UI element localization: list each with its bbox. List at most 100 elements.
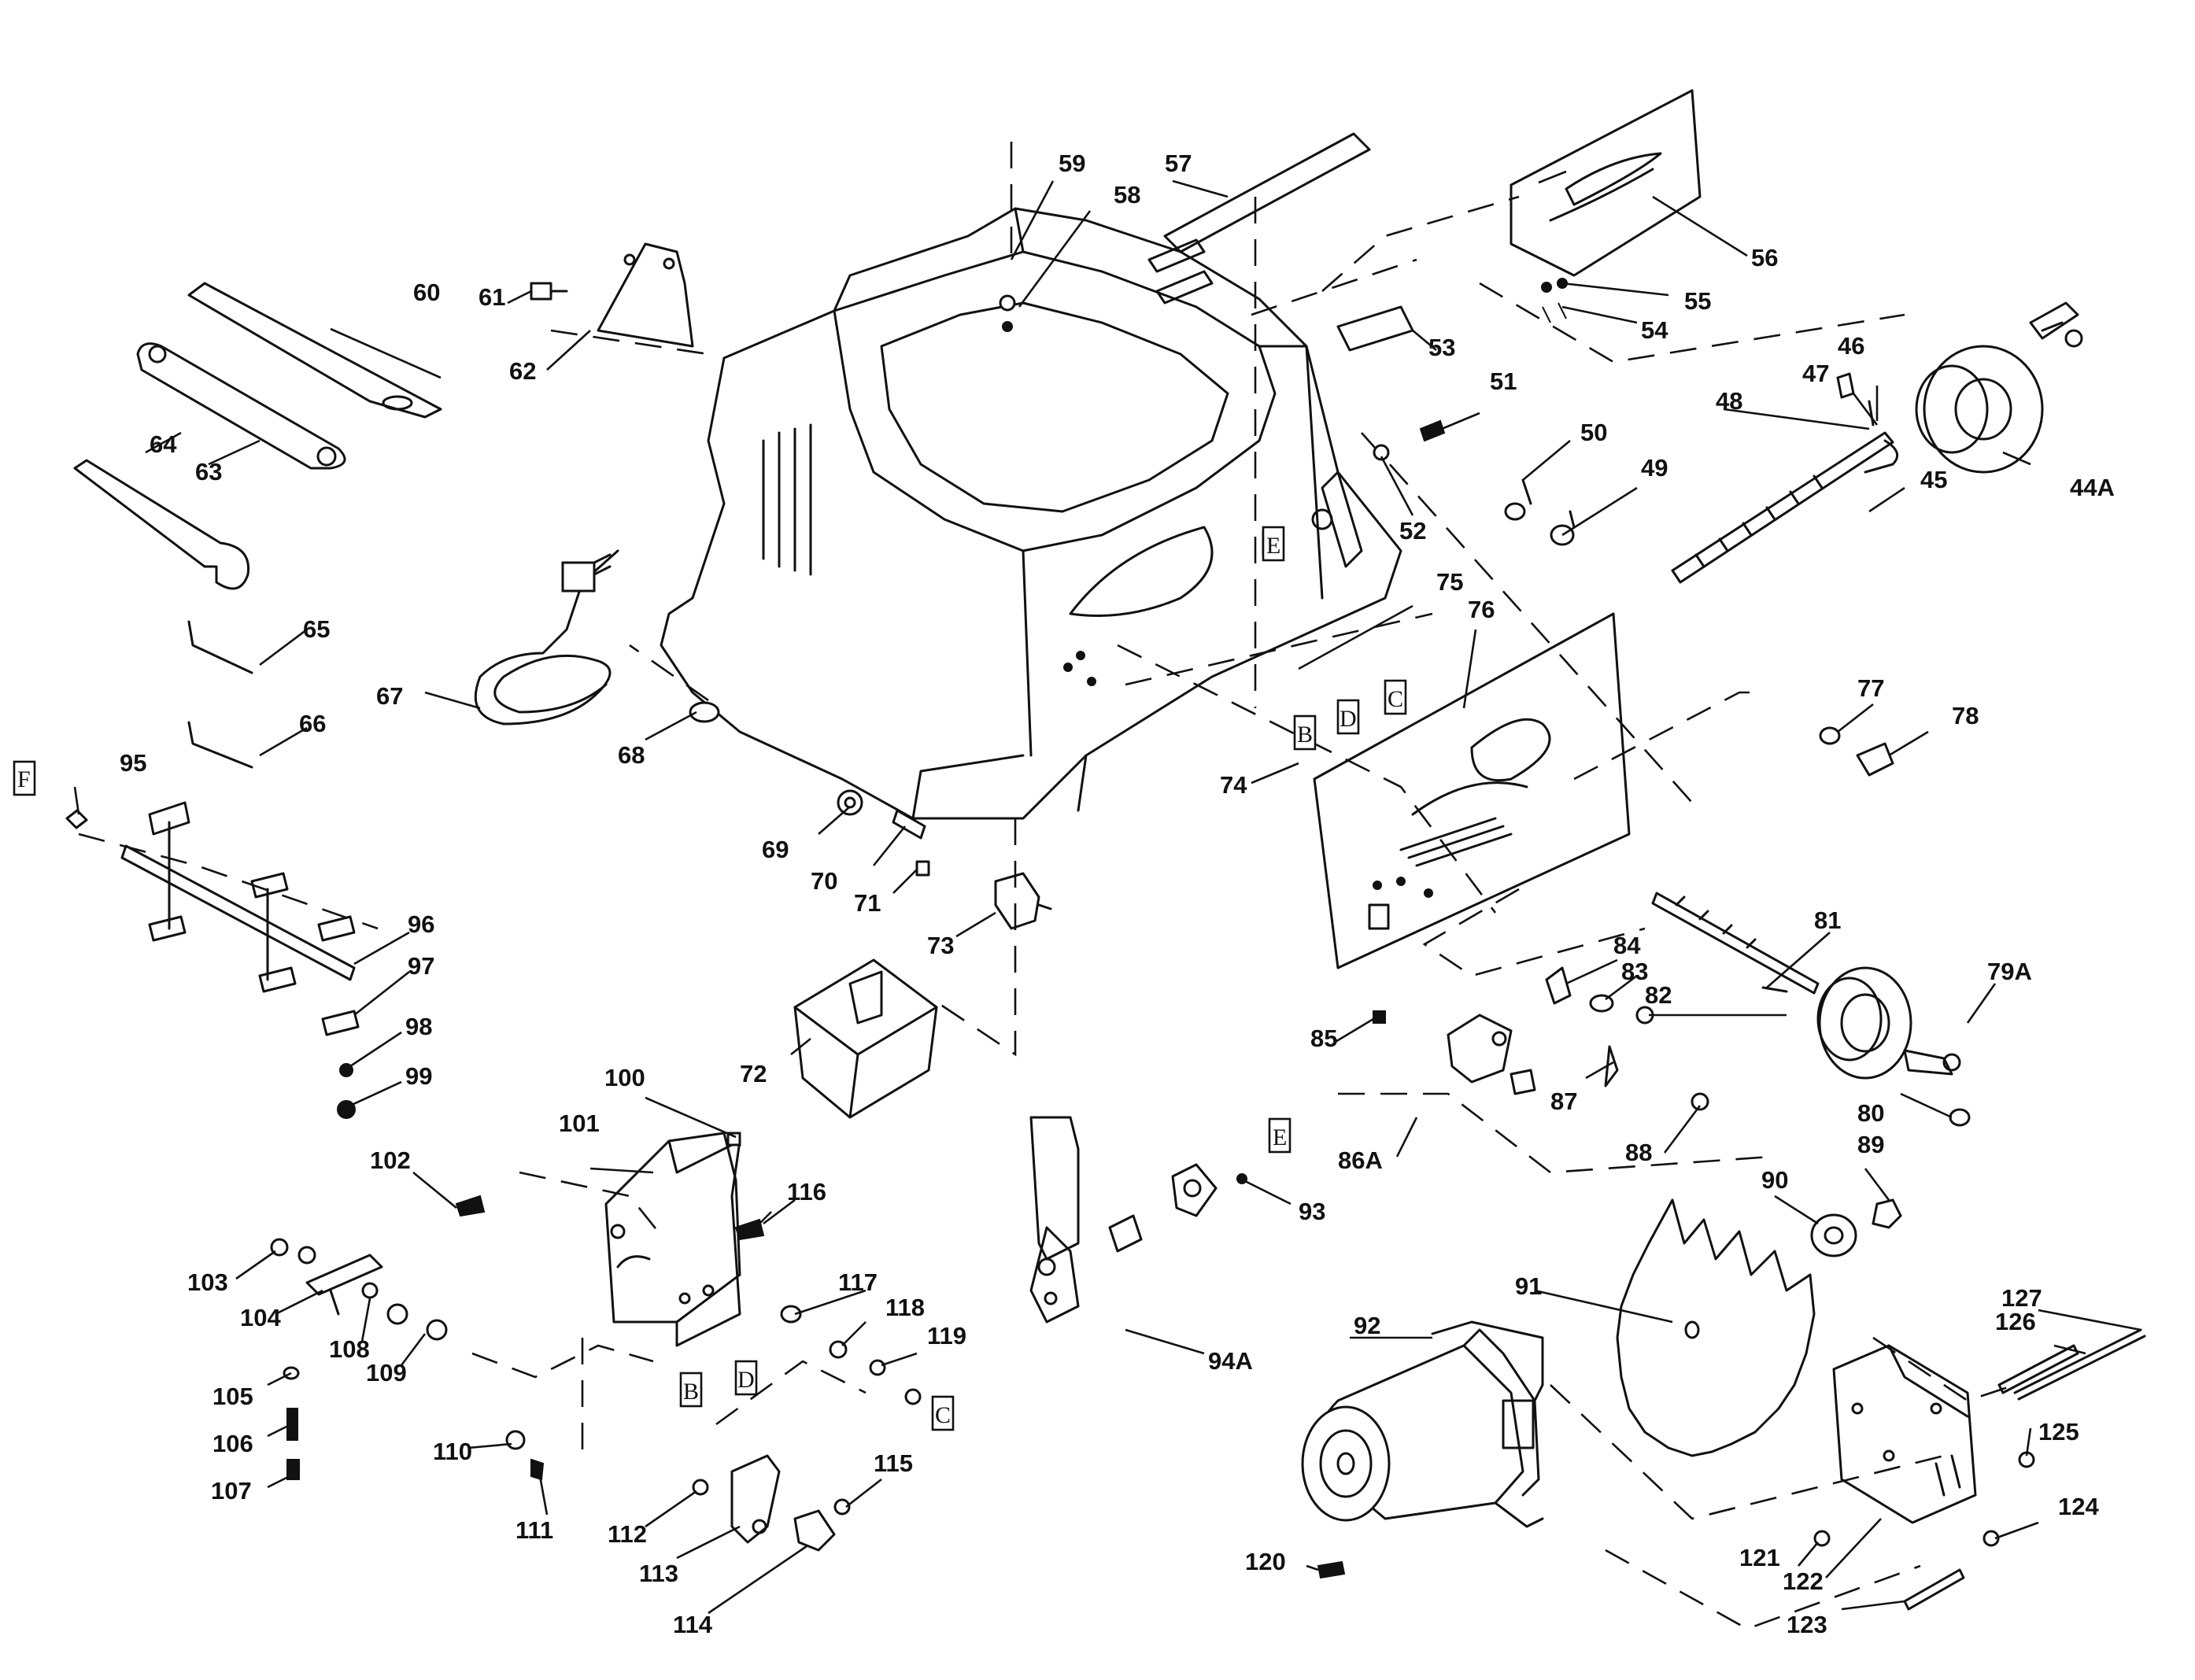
part-label-47: 47 xyxy=(1802,360,1829,387)
part-label-69: 69 xyxy=(762,836,789,863)
part-label-82: 82 xyxy=(1645,981,1672,1009)
part-label-51: 51 xyxy=(1490,367,1517,395)
part-label-45: 45 xyxy=(1920,466,1947,493)
leader-lines xyxy=(73,170,2141,1615)
part-label-72: 72 xyxy=(740,1060,767,1087)
screw-61 xyxy=(530,282,568,301)
part-label-106: 106 xyxy=(212,1430,253,1457)
ref-letter-d-panel: D xyxy=(1340,706,1357,732)
part-label-71: 71 xyxy=(854,889,881,917)
part-label-83: 83 xyxy=(1621,958,1648,985)
part-label-74: 74 xyxy=(1220,771,1247,799)
hex-key-66 xyxy=(187,721,253,769)
part-label-102: 102 xyxy=(370,1146,411,1174)
part-label-67: 67 xyxy=(376,682,403,710)
part-label-70: 70 xyxy=(811,867,837,895)
switch-assembly-86A xyxy=(1447,1014,1536,1095)
part-label-66: 66 xyxy=(299,710,326,737)
blade-nut-flange-89-90 xyxy=(1810,1198,1902,1257)
part-label-57: 57 xyxy=(1165,150,1192,177)
part-label-107: 107 xyxy=(211,1477,252,1505)
part-label-85: 85 xyxy=(1310,1025,1337,1052)
switch-mount-94A xyxy=(1029,1116,1247,1324)
fence-rail-96 xyxy=(65,801,360,1119)
part-label-126: 126 xyxy=(1995,1308,2036,1335)
miter-bar-60 xyxy=(187,282,442,419)
height-screw-81 xyxy=(1651,892,1820,995)
part-label-78: 78 xyxy=(1952,702,1979,729)
hex-key-65 xyxy=(187,620,253,674)
part-label-75: 75 xyxy=(1436,568,1463,596)
blade-wrench-63 xyxy=(136,342,346,470)
part-label-91: 91 xyxy=(1515,1272,1542,1300)
bolt-80 xyxy=(1949,1108,1971,1127)
part-label-127: 127 xyxy=(2001,1284,2042,1312)
part-label-54: 54 xyxy=(1641,316,1668,344)
part-label-110: 110 xyxy=(433,1438,472,1465)
part-number-labels: 59 58 57 60 61 62 63 64 65 66 67 68 69 7… xyxy=(120,150,2115,1638)
assembly-dashed-lines xyxy=(78,142,2016,1630)
part-label-88: 88 xyxy=(1625,1139,1652,1166)
part-label-55: 55 xyxy=(1684,287,1711,315)
part-label-116: 116 xyxy=(787,1178,826,1206)
part-label-98: 98 xyxy=(405,1013,432,1040)
part-label-76: 76 xyxy=(1468,596,1495,623)
elevation-screw-48 xyxy=(1671,372,1899,584)
lock-parts-110-115 xyxy=(505,1430,851,1552)
rods-123-127 xyxy=(1813,1328,2146,1611)
switch-box-73 xyxy=(994,872,1052,930)
motor-bracket-122 xyxy=(1832,1344,1977,1524)
part-label-114: 114 xyxy=(673,1611,713,1638)
part-label-111: 111 xyxy=(515,1516,553,1544)
reference-letter-boxes: E C D B F E B D C xyxy=(13,526,1407,1431)
bevel-scale-53-57 xyxy=(999,89,1702,352)
height-handwheel-79A xyxy=(1816,966,1961,1080)
front-panel-76 xyxy=(1313,612,1631,969)
part-label-49: 49 xyxy=(1641,454,1668,482)
ref-letter-d-bracket: D xyxy=(737,1367,755,1393)
part-label-64: 64 xyxy=(150,430,177,458)
part-label-104: 104 xyxy=(240,1304,281,1331)
part-label-109: 109 xyxy=(366,1359,407,1386)
part-label-73: 73 xyxy=(927,932,954,959)
part-label-90: 90 xyxy=(1761,1166,1788,1194)
ref-letter-c-panel: C xyxy=(1388,686,1403,712)
part-label-58: 58 xyxy=(1114,181,1140,209)
part-label-95: 95 xyxy=(120,749,146,777)
parts-82-85 xyxy=(1373,966,1654,1025)
part-label-87: 87 xyxy=(1550,1087,1577,1115)
tilt-handwheel-44A xyxy=(1915,301,2083,474)
part-label-100: 100 xyxy=(604,1064,645,1091)
part-label-93: 93 xyxy=(1299,1198,1325,1225)
switch-cover-72 xyxy=(793,958,938,1119)
part-label-118: 118 xyxy=(885,1294,925,1321)
motor-92 xyxy=(1301,1320,1544,1579)
knob-78-washer-77 xyxy=(1819,726,1894,777)
tilt-pivot-103-109 xyxy=(270,1238,448,1480)
arbor-wrench-64 xyxy=(73,459,250,590)
part-label-59: 59 xyxy=(1059,150,1085,177)
part-label-112: 112 xyxy=(608,1520,647,1548)
part-label-117: 117 xyxy=(838,1268,878,1296)
trunnion-bracket-101 xyxy=(604,1132,741,1347)
part-label-77: 77 xyxy=(1857,674,1884,702)
part-label-81: 81 xyxy=(1814,906,1841,934)
part-label-113: 113 xyxy=(639,1560,678,1587)
part-label-80: 80 xyxy=(1857,1099,1884,1127)
bracket-62 xyxy=(597,242,694,348)
part-label-48: 48 xyxy=(1716,387,1742,415)
part-label-46: 46 xyxy=(1838,332,1864,360)
elevation-washers-49-52 xyxy=(1373,419,1576,546)
part-label-65: 65 xyxy=(303,615,330,643)
ref-letter-b-bracket: B xyxy=(683,1379,699,1405)
part-label-97: 97 xyxy=(408,952,434,980)
saw-blade-91 xyxy=(1616,1198,1816,1457)
part-label-96: 96 xyxy=(408,910,434,938)
part-label-84: 84 xyxy=(1613,932,1641,959)
part-label-92: 92 xyxy=(1354,1312,1380,1339)
part-label-101: 101 xyxy=(559,1110,600,1137)
ref-letter-e-mount: E xyxy=(1273,1124,1287,1150)
part-label-89: 89 xyxy=(1857,1131,1884,1158)
part-label-115: 115 xyxy=(874,1449,913,1477)
